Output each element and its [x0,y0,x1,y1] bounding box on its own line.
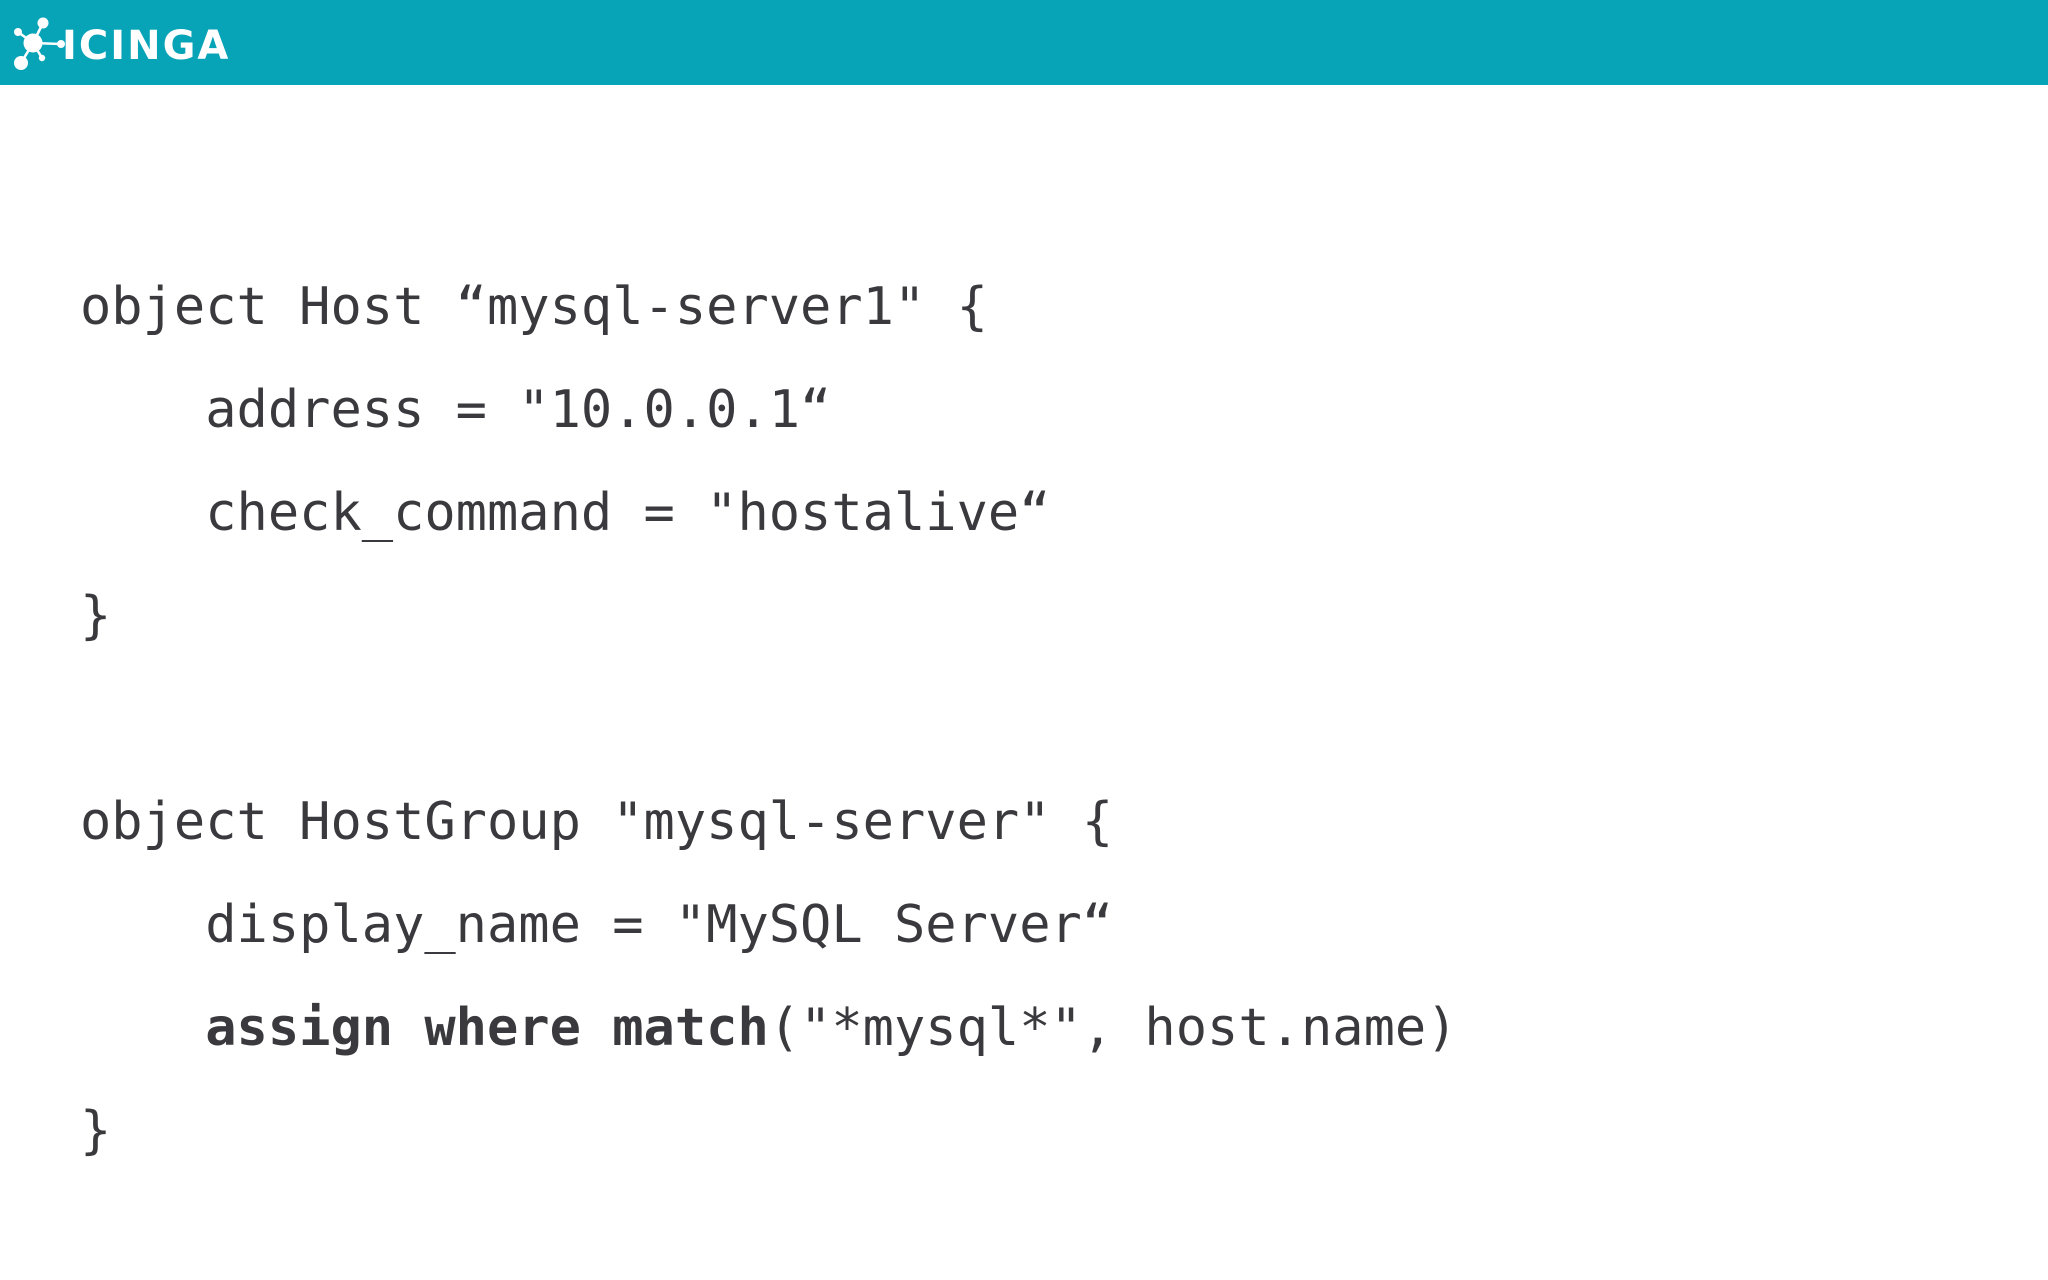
icinga-molecule-icon [14,17,65,70]
brand-wordmark: ICINGA [62,22,231,69]
code-line: assign where match("*mysql*", host.name) [80,977,2008,1080]
code-area: object Host “mysql-server1" { address = … [80,256,2008,1280]
code-line: check_command = "hostalive“ [80,483,1051,543]
code-line: address = "10.0.0.1“ [80,380,832,440]
code-line: object Host “mysql-server1" { [80,277,988,337]
hostgroup-object-block: object HostGroup "mysql-server" { displa… [80,771,2008,1183]
header-bar: ICINGA [0,0,2048,85]
icinga-logo: ICINGA [0,10,230,76]
code-line: display_name = "MySQL Server“ [80,895,1114,955]
code-segment: ("*mysql*", host.name) [768,998,1458,1058]
code-line: object HostGroup "mysql-server" { [80,792,1114,852]
code-line: } [80,1101,112,1161]
code-line: } [80,586,112,646]
code-segment-bold: assign where match [80,998,769,1058]
host-object-block: object Host “mysql-server1" { address = … [80,256,2008,668]
